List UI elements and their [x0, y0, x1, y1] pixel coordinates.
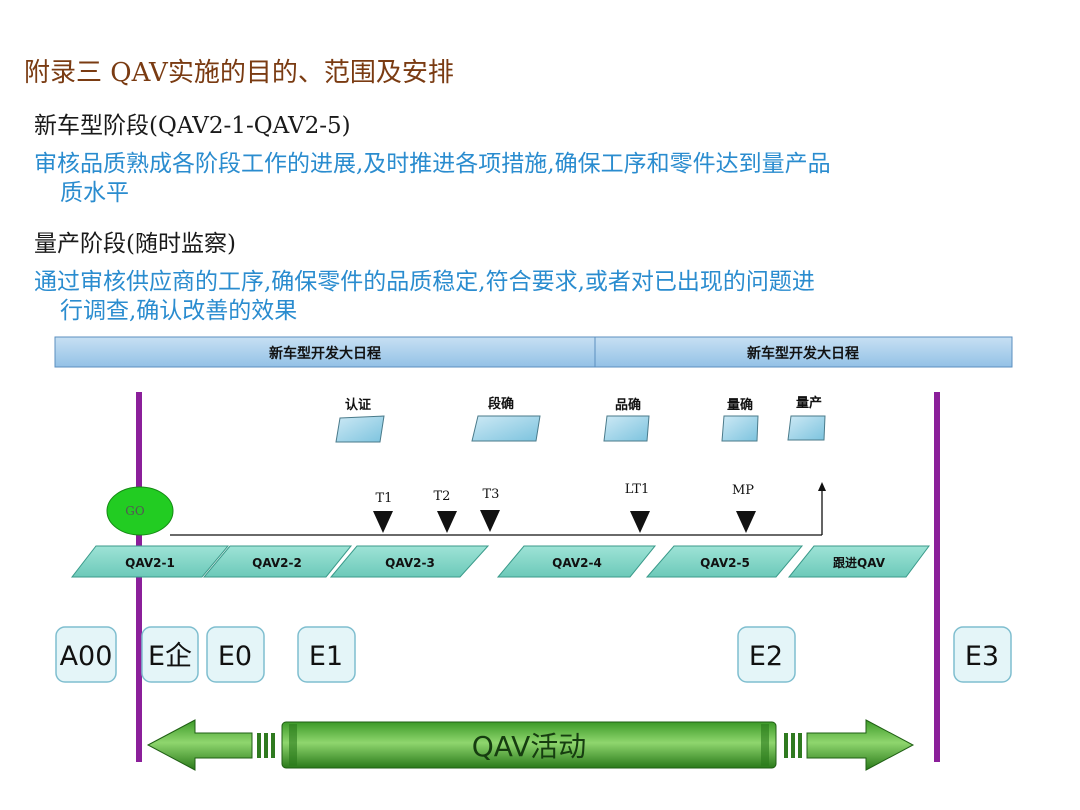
- gate-box: [297, 626, 356, 683]
- arrow-up-icon: [818, 482, 826, 491]
- header-right-label: 新车型开发大日程: [747, 345, 859, 362]
- gate-box: [55, 626, 117, 683]
- phase-label: QAV2-1: [125, 556, 175, 570]
- milestone-label: 量确: [727, 397, 753, 413]
- go-label: GO: [125, 504, 145, 518]
- milestone-label: 认证: [345, 397, 371, 413]
- gate-label: E3: [965, 641, 999, 672]
- phase-label: QAV2-5: [700, 556, 750, 570]
- section2-text-line2: 行调查,确认改善的效果: [60, 298, 298, 324]
- end-boundary-line: [934, 392, 940, 762]
- gate-box: [737, 626, 796, 683]
- qav-activity-label: QAV活动: [472, 730, 587, 763]
- triangle-label: T3: [483, 487, 500, 502]
- timeline: [170, 482, 826, 536]
- triangle-label: T2: [434, 489, 451, 504]
- phase-label: QAV2-2: [252, 556, 302, 570]
- triangle-down-icon: [437, 511, 457, 533]
- triangle-down-icon: [736, 511, 756, 533]
- gate-label: A00: [60, 641, 113, 672]
- section1-text-line1: 审核品质熟成各阶段工作的进展,及时推进各项措施,确保工序和零件达到量产品: [34, 151, 831, 177]
- milestone-label: 品确: [615, 397, 641, 413]
- gate-label: E企: [148, 641, 192, 672]
- section2-text: 通过审核供应商的工序,确保零件的品质稳定,符合要求,或者对已出现的问题进 行调查…: [34, 268, 1014, 326]
- triangle-label: LT1: [625, 482, 650, 497]
- section2-heading: 量产阶段(随时监察): [34, 231, 236, 257]
- triangle-down-icon: [480, 510, 500, 532]
- section1-text-line2: 质水平: [60, 180, 129, 206]
- phase-bar: [70, 545, 230, 578]
- phase-bar: [496, 545, 657, 578]
- phase-bar: [787, 545, 930, 578]
- triangle-label: MP: [732, 483, 754, 498]
- milestone-image-icon: [603, 415, 650, 442]
- phase-bars: QAV2-1 QAV2-2 QAV2-3 QAV2-4 QAV2-5 跟进QAV: [70, 545, 930, 578]
- qav-activity-arrow: QAV活动: [146, 719, 915, 771]
- milestone-image-icon: [471, 415, 541, 442]
- phase-label: 跟进QAV: [833, 555, 886, 570]
- phase-label: QAV2-4: [552, 556, 602, 570]
- gate-box: [141, 626, 199, 683]
- header-left-label: 新车型开发大日程: [269, 345, 381, 362]
- gate-label: E0: [218, 641, 252, 672]
- go-marker: GO: [106, 486, 174, 536]
- milestone-label: 段确: [488, 396, 514, 412]
- gate-triangles: T1 T2 T3 LT1 MP: [373, 482, 756, 533]
- schedule-header: 新车型开发大日程 新车型开发大日程: [54, 336, 1013, 368]
- phase-bar: [329, 545, 490, 578]
- section1-text: 审核品质熟成各阶段工作的进展,及时推进各项措施,确保工序和零件达到量产品 质水平: [34, 150, 1014, 208]
- triangle-down-icon: [630, 511, 650, 533]
- milestones: 认证 段确 品确 量确 量产: [335, 395, 826, 443]
- gate-label: E1: [309, 641, 343, 672]
- triangle-label: T1: [376, 491, 393, 506]
- gate-box: [953, 626, 1012, 683]
- gate-box: [206, 626, 265, 683]
- milestone-image-icon: [335, 415, 385, 443]
- arrow-right-icon: [806, 719, 915, 771]
- milestone-image-icon: [721, 415, 759, 442]
- section1-heading: 新车型阶段(QAV2-1-QAV2-5): [34, 113, 351, 139]
- milestone-image-icon: [787, 415, 826, 441]
- arrow-left-icon: [146, 719, 253, 771]
- phase-label: QAV2-3: [385, 556, 435, 570]
- phase-bar: [202, 545, 353, 578]
- milestone-label: 量产: [796, 395, 822, 411]
- section2-text-line1: 通过审核供应商的工序,确保零件的品质稳定,符合要求,或者对已出现的问题进: [34, 269, 815, 295]
- gate-boxes: A00 E企 E0 E1 E2 E3: [55, 626, 1012, 683]
- gate-label: E2: [749, 641, 783, 672]
- page-title: 附录三 QAV实施的目的、范围及安排: [24, 58, 454, 88]
- phase-bar: [645, 545, 804, 578]
- triangle-down-icon: [373, 511, 393, 533]
